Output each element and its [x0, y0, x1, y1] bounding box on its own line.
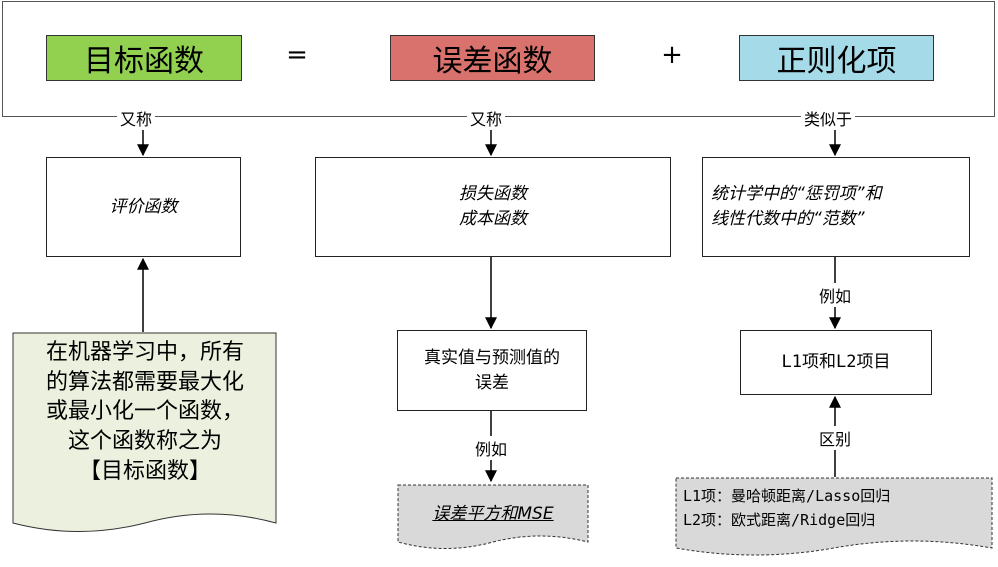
l1-desc-line: L1项：曼哈顿距离/Lasso回归 [683, 487, 891, 505]
penalty-text-line1: 统计学中的“惩罚项”和 [711, 184, 882, 205]
cost-function-text: 成本函数 [459, 209, 527, 229]
objective-function-box: 目标函数 [46, 35, 242, 81]
l1-l2-box: L1项和L2项目 [740, 330, 932, 395]
edge-label-example-1: 例如 [469, 436, 513, 460]
ml-note-shape [12, 332, 277, 532]
l1l2-note-shape [675, 477, 993, 556]
error-function-box: 误差函数 [390, 35, 595, 81]
true-vs-predicted-line2: 误差 [475, 372, 509, 393]
regularization-label: 正则化项 [776, 44, 897, 79]
ml-note-line4: 这个函数称之为 [67, 429, 222, 455]
ml-note-line2: 的算法都需要最大化 [45, 369, 244, 395]
mse-doc-shape [397, 484, 589, 549]
error-function-label: 误差函数 [432, 44, 553, 79]
edge-label-aka-2: 又称 [467, 106, 506, 130]
edge-label-example-2: 例如 [813, 283, 857, 307]
l2-desc-line: L2项：欧式距离/Ridge回归 [683, 511, 876, 529]
loss-function-box: 损失函数 成本函数 [315, 157, 671, 257]
ml-note-line1: 在机器学习中，所有 [45, 340, 244, 365]
true-vs-predicted-box: 真实值与预测值的 误差 [397, 330, 587, 411]
equals-sign: = [286, 40, 308, 70]
edge-label-similar: 类似于 [801, 106, 856, 130]
objective-function-label: 目标函数 [84, 44, 204, 79]
edge-label-aka-1: 又称 [117, 106, 156, 130]
plus-sign: + [661, 40, 683, 70]
edge-label-difference: 区别 [813, 426, 857, 450]
l1-l2-text: L1项和L2项目 [781, 352, 891, 373]
evaluation-function-text: 评价函数 [109, 196, 178, 217]
ml-note-line3: 或最小化一个函数， [45, 399, 244, 425]
ml-note-text: 在机器学习中，所有 的算法都需要最大化 或最小化一个函数， 这个函数称之为 【目… [15, 338, 275, 486]
mse-text: 误差平方和MSE [432, 504, 554, 524]
loss-function-text: 损失函数 [459, 184, 527, 205]
regularization-box: 正则化项 [739, 35, 934, 81]
evaluation-function-box: 评价函数 [46, 157, 241, 257]
ml-note-line5: 【目标函数】 [78, 458, 211, 484]
penalty-text-line2: 线性代数中的“范数” [711, 209, 865, 229]
true-vs-predicted-line1: 真实值与预测值的 [424, 347, 560, 368]
l1l2-desc-text: L1项：曼哈顿距离/Lasso回归 L2项：欧式距离/Ridge回归 [683, 484, 988, 532]
penalty-norm-box: 统计学中的“惩罚项”和 线性代数中的“范数” [702, 157, 970, 257]
